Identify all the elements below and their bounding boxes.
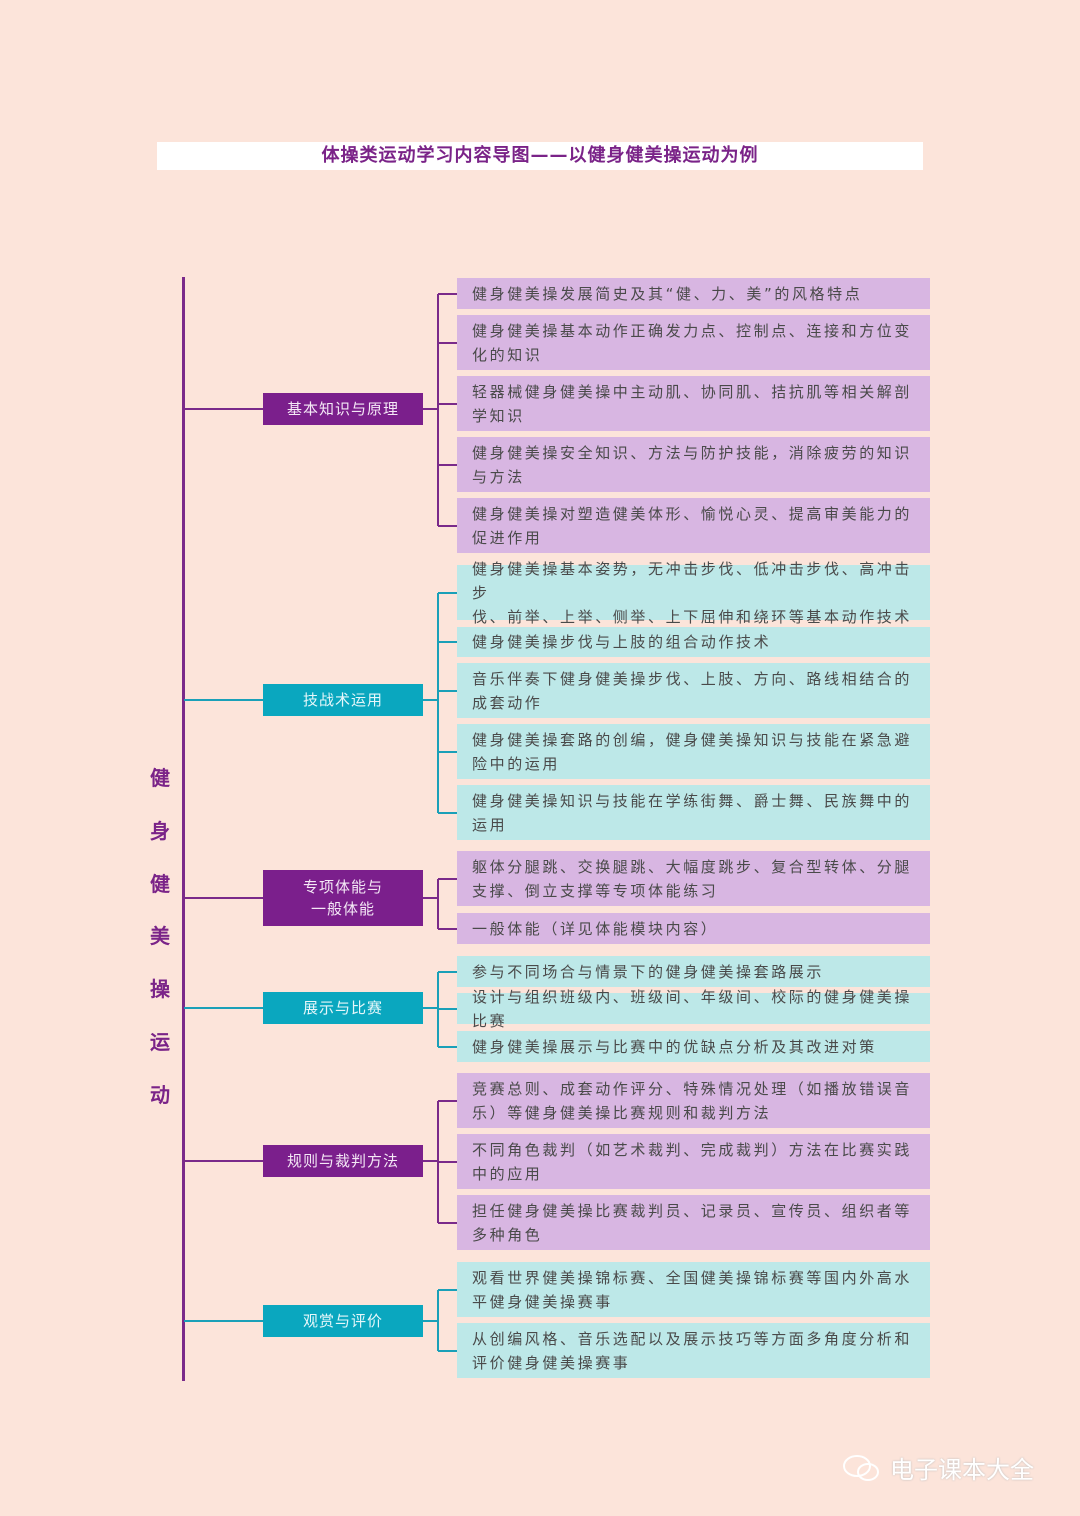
content-item: 轻器械健身健美操中主动肌、协同肌、拮抗肌等相关解剖 学知识 [457, 376, 930, 431]
content-item: 健身健美操基本姿势，无冲击步伐、低冲击步伐、高冲击步 伐、前举、上举、侧举、上下… [457, 560, 930, 626]
content-item-text: 健身健美操对塑造健美体形、愉悦心灵、提高审美能力的 促进作用 [472, 504, 913, 547]
content-item-text: 健身健美操套路的创编，健身健美操知识与技能在紧急避 险中的运用 [472, 730, 913, 773]
content-item-text: 健身健美操基本姿势，无冲击步伐、低冲击步伐、高冲击步 伐、前举、上举、侧举、上下… [472, 559, 913, 626]
leaf-connector [438, 970, 457, 973]
branch-connector [184, 1320, 263, 1322]
bracket-line [437, 1289, 439, 1351]
branch-connector [184, 1160, 263, 1162]
leaf-connector [438, 877, 457, 880]
leaf-connector [438, 524, 457, 527]
content-item-text: 音乐伴奏下健身健美操步伐、上肢、方向、路线相结合的 成套动作 [472, 669, 913, 712]
category-node: 观赏与评价 [263, 1305, 423, 1337]
branch-connector [423, 408, 438, 410]
leaf-connector [438, 402, 457, 405]
content-item-text: 健身健美操基本动作正确发力点、控制点、连接和方位变 化的知识 [472, 321, 913, 364]
branch-connector [423, 1007, 438, 1009]
leaf-connector [438, 292, 457, 295]
bracket-line [437, 592, 439, 813]
content-item-text: 健身健美操展示与比赛中的优缺点分析及其改进对策 [472, 1037, 877, 1056]
branch-connector [184, 699, 263, 701]
leaf-connector [438, 750, 457, 753]
leaf-connector [438, 811, 457, 814]
content-item-text: 一般体能（详见体能模块内容） [472, 919, 719, 938]
content-item: 竞赛总则、成套动作评分、特殊情况处理（如播放错误音 乐）等健身健美操比赛规则和裁… [457, 1073, 930, 1128]
content-item-text: 健身健美操安全知识、方法与防护技能，消除疲劳的知识 与方法 [472, 443, 913, 486]
leaf-connector [438, 1221, 457, 1224]
wechat-icon [843, 1454, 879, 1481]
leaf-connector [438, 341, 457, 344]
content-item: 健身健美操基本动作正确发力点、控制点、连接和方位变 化的知识 [457, 315, 930, 370]
branch-connector [423, 1160, 438, 1162]
watermark-text: 电子课本大全 [890, 1456, 1034, 1484]
root-label: 健 身 健 美 操 运 动 [150, 766, 170, 1107]
category-node: 规则与裁判方法 [263, 1145, 423, 1177]
root-trunk-line [182, 277, 185, 1381]
leaf-connector [438, 1160, 457, 1163]
branch-connector [423, 897, 438, 899]
branch-connector [423, 699, 438, 701]
content-item: 担任健身健美操比赛裁判员、记录员、宣传员、组织者等 多种角色 [457, 1195, 930, 1250]
content-item: 健身健美操知识与技能在学练街舞、爵士舞、民族舞中的 运用 [457, 785, 930, 840]
leaf-connector [438, 463, 457, 466]
content-item: 躯体分腿跳、交换腿跳、大幅度跳步、复合型转体、分腿 支撑、倒立支撑等专项体能练习 [457, 851, 930, 906]
leaf-connector [438, 927, 457, 930]
content-item: 参与不同场合与情景下的健身健美操套路展示 [457, 956, 930, 987]
category-node: 展示与比赛 [263, 992, 423, 1024]
content-item-text: 健身健美操知识与技能在学练街舞、爵士舞、民族舞中的 运用 [472, 791, 913, 834]
leaf-connector [438, 689, 457, 692]
content-item-text: 竞赛总则、成套动作评分、特殊情况处理（如播放错误音 乐）等健身健美操比赛规则和裁… [472, 1079, 913, 1122]
leaf-connector [438, 641, 457, 643]
content-item-text: 从创编风格、音乐选配以及展示技巧等方面多角度分析和 评价健身健美操赛事 [472, 1329, 913, 1372]
bracket-line [437, 878, 439, 929]
content-item: 不同角色裁判（如艺术裁判、完成裁判）方法在比赛实践 中的应用 [457, 1134, 930, 1189]
branch-connector [423, 1320, 438, 1322]
leaf-connector [438, 1288, 457, 1291]
content-item: 设计与组织班级内、班级间、年级间、校际的健身健美操比赛 [457, 988, 930, 1030]
diagram-title: 体操类运动学习内容导图——以健身健美操运动为例 [157, 142, 923, 170]
content-item: 一般体能（详见体能模块内容） [457, 913, 930, 944]
content-item-text: 健身健美操步伐与上肢的组合动作技术 [472, 633, 772, 651]
leaf-connector [438, 1045, 457, 1048]
branch-connector [184, 1007, 263, 1009]
branch-connector [184, 408, 263, 410]
category-node: 专项体能与 一般体能 [263, 870, 423, 926]
content-item-text: 轻器械健身健美操中主动肌、协同肌、拮抗肌等相关解剖 学知识 [472, 382, 913, 425]
content-item: 健身健美操对塑造健美体形、愉悦心灵、提高审美能力的 促进作用 [457, 498, 930, 553]
content-item-text: 健身健美操发展简史及其“健、力、美”的风格特点 [472, 284, 863, 303]
content-item: 从创编风格、音乐选配以及展示技巧等方面多角度分析和 评价健身健美操赛事 [457, 1323, 930, 1378]
content-item-text: 不同角色裁判（如艺术裁判、完成裁判）方法在比赛实践 中的应用 [472, 1140, 913, 1183]
leaf-connector [438, 1349, 457, 1352]
leaf-connector [438, 1007, 457, 1010]
bracket-line [437, 293, 439, 526]
content-item: 健身健美操发展简史及其“健、力、美”的风格特点 [457, 278, 930, 309]
content-item: 观看世界健美操锦标赛、全国健美操锦标赛等国内外高水 平健身健美操赛事 [457, 1262, 930, 1317]
content-item-text: 设计与组织班级内、班级间、年级间、校际的健身健美操比赛 [472, 987, 913, 1030]
content-item-text: 躯体分腿跳、交换腿跳、大幅度跳步、复合型转体、分腿 支撑、倒立支撑等专项体能练习 [472, 857, 913, 900]
category-node: 基本知识与原理 [263, 393, 423, 425]
content-item: 健身健美操步伐与上肢的组合动作技术 [457, 627, 930, 657]
content-item: 健身健美操套路的创编，健身健美操知识与技能在紧急避 险中的运用 [457, 724, 930, 779]
branch-connector [184, 897, 263, 899]
content-item: 音乐伴奏下健身健美操步伐、上肢、方向、路线相结合的 成套动作 [457, 663, 930, 718]
content-item: 健身健美操安全知识、方法与防护技能，消除疲劳的知识 与方法 [457, 437, 930, 492]
leaf-connector [438, 1099, 457, 1102]
leaf-connector [438, 591, 457, 594]
watermark: 电子课本大全 [842, 1450, 1034, 1485]
content-item-text: 参与不同场合与情景下的健身健美操套路展示 [472, 962, 825, 981]
category-node: 技战术运用 [263, 684, 423, 716]
content-item-text: 观看世界健美操锦标赛、全国健美操锦标赛等国内外高水 平健身健美操赛事 [472, 1268, 913, 1311]
content-item-text: 担任健身健美操比赛裁判员、记录员、宣传员、组织者等 多种角色 [472, 1201, 913, 1244]
content-item: 健身健美操展示与比赛中的优缺点分析及其改进对策 [457, 1031, 930, 1062]
